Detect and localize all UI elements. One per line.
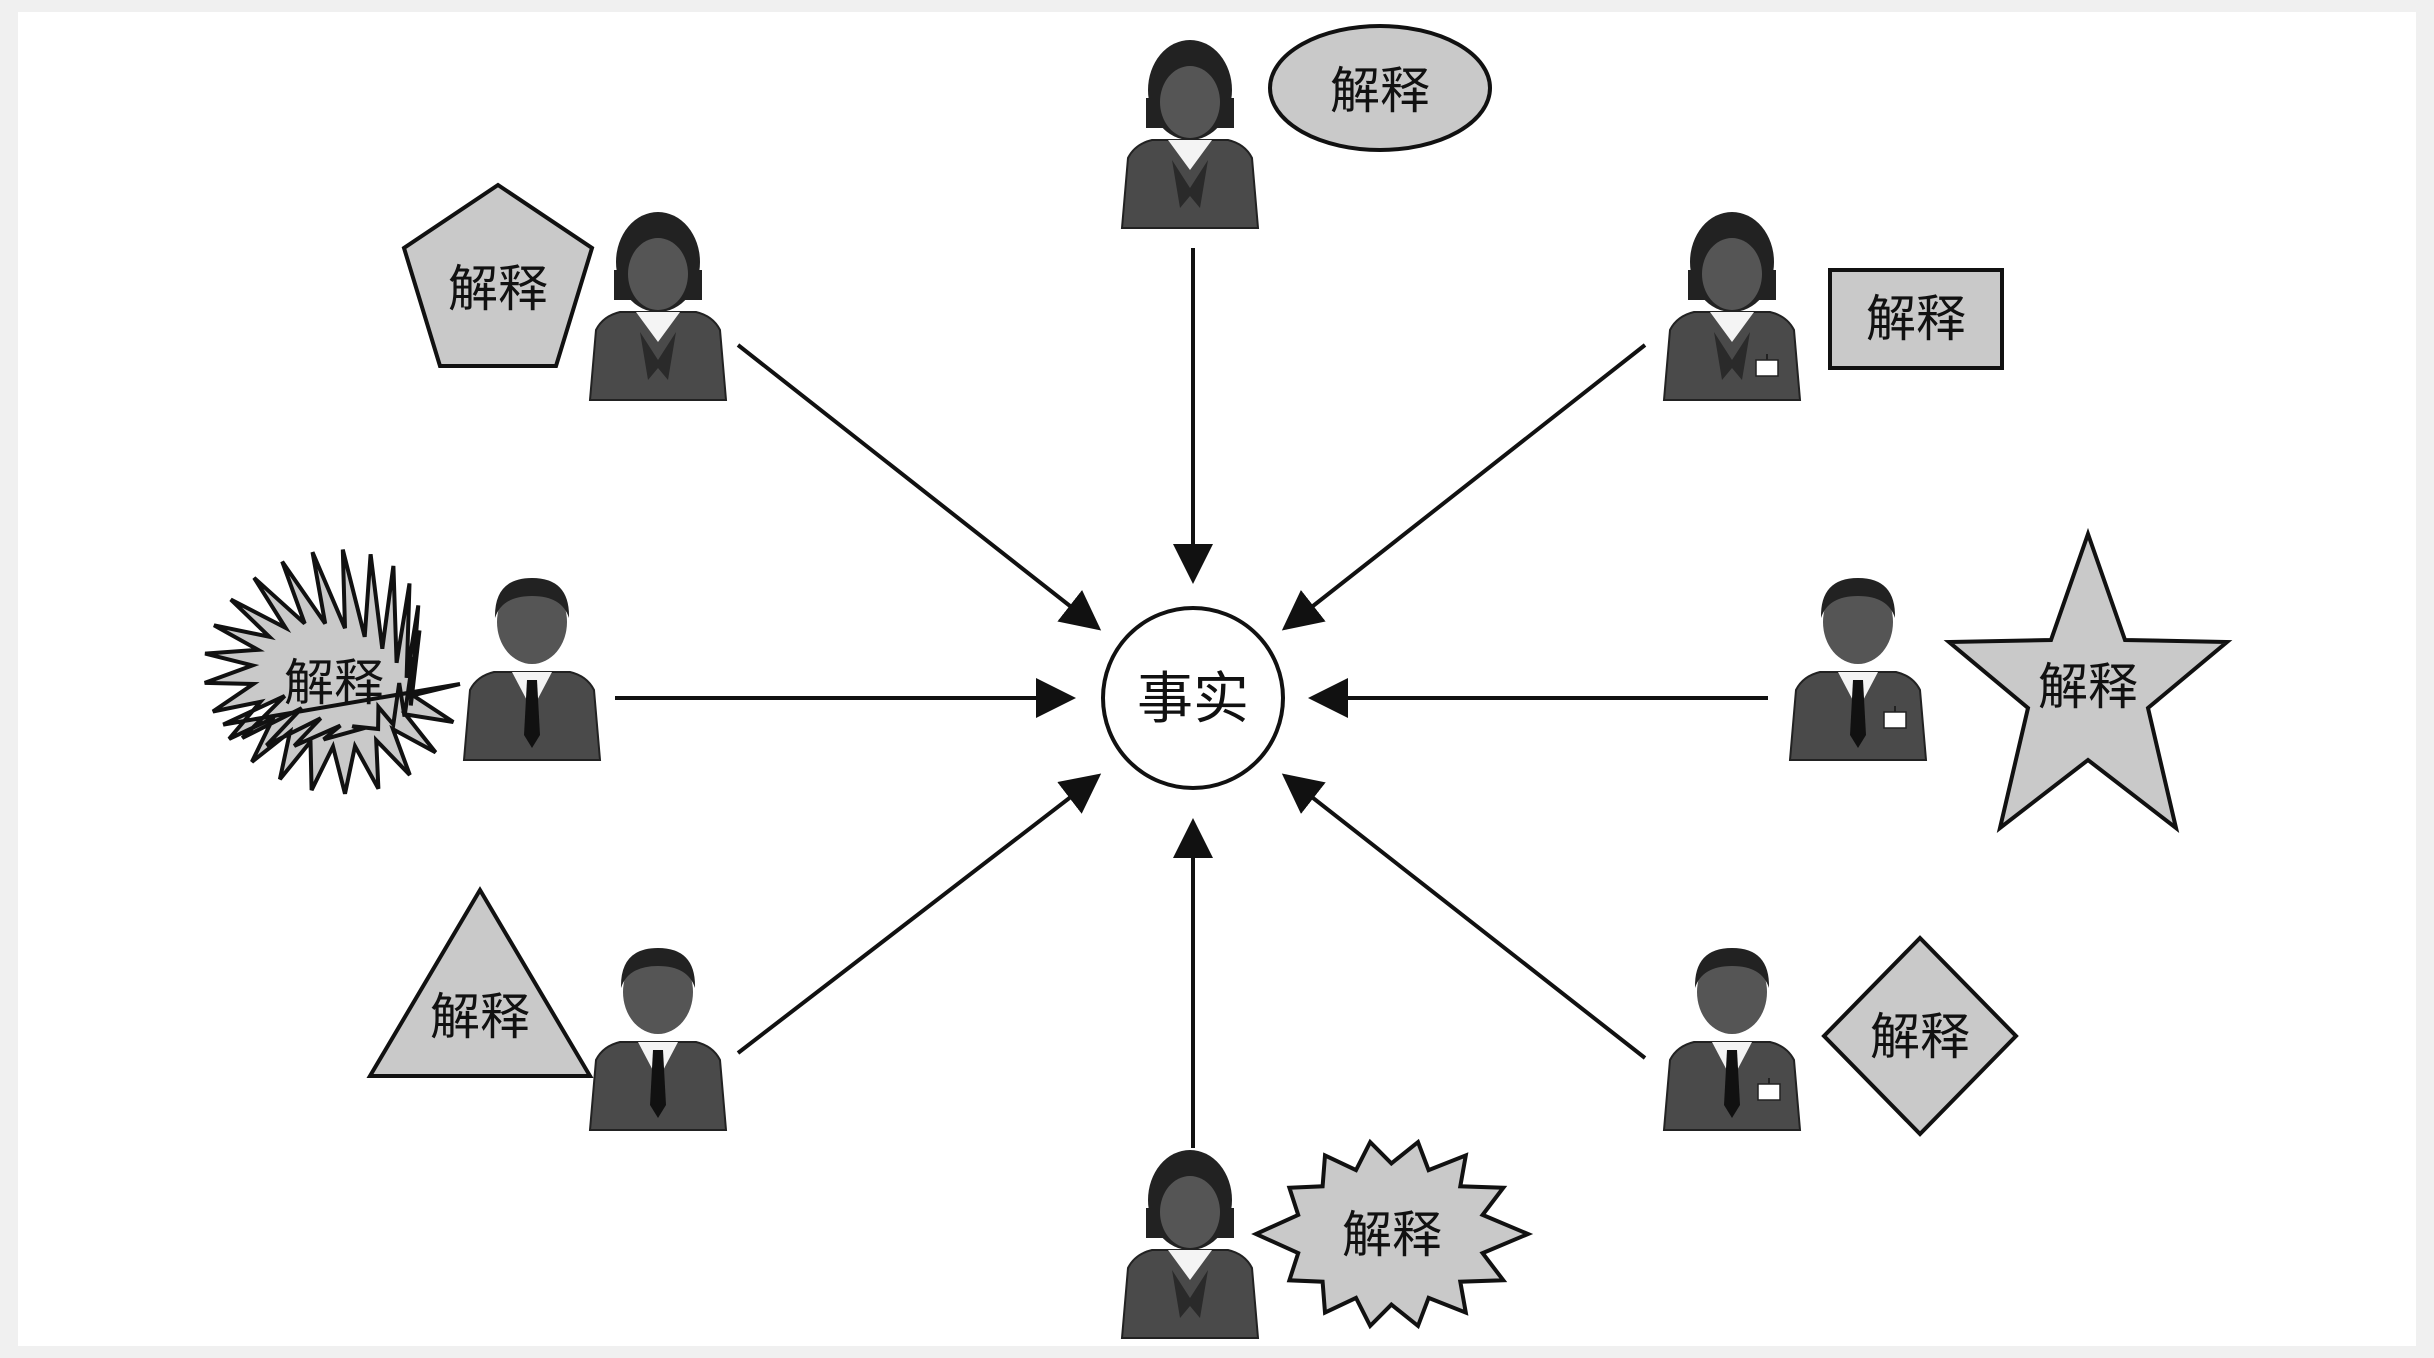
label-right: 解释 [2038, 658, 2138, 716]
label-top-right: 解释 [1866, 290, 1966, 348]
node-bottom-left: 解释 [366, 886, 727, 1131]
label-top: 解释 [1330, 62, 1430, 120]
diamond-shape [1821, 935, 2019, 1137]
triangle-shape [366, 886, 594, 1078]
arrow-bottom-left [736, 773, 1102, 1055]
label-bottom-right: 解释 [1870, 1008, 1970, 1066]
center-label: 事实 [1137, 667, 1249, 732]
center-node: 事实 [1101, 606, 1285, 790]
node-left: 解释 [204, 549, 601, 795]
arrow-bottom-right [1281, 773, 1647, 1060]
node-bottom-right: 解释 [1663, 935, 2019, 1137]
ellipse-shape [1268, 24, 1492, 152]
arrow-top-left [736, 343, 1102, 631]
label-bottom-left: 解释 [430, 988, 530, 1046]
node-top: 解释 [1121, 24, 1492, 229]
label-bottom: 解释 [1342, 1206, 1442, 1264]
spiky-starburst-shape [204, 549, 461, 795]
node-top-right: 解释 [1663, 211, 2004, 401]
pentagon-shape [401, 182, 595, 368]
node-right: 解释 [1789, 527, 2233, 834]
label-top-left: 解释 [448, 260, 548, 318]
node-top-left: 解释 [401, 182, 727, 401]
node-bottom: 解释 [1121, 1138, 1534, 1339]
arrow-top-right [1281, 343, 1647, 631]
star-shape [1943, 527, 2233, 834]
arrows [615, 248, 1768, 1148]
rectangle-shape [1828, 268, 2004, 370]
label-left: 解释 [284, 654, 384, 712]
starburst-shape [1251, 1138, 1534, 1330]
center-circle [1101, 606, 1285, 790]
